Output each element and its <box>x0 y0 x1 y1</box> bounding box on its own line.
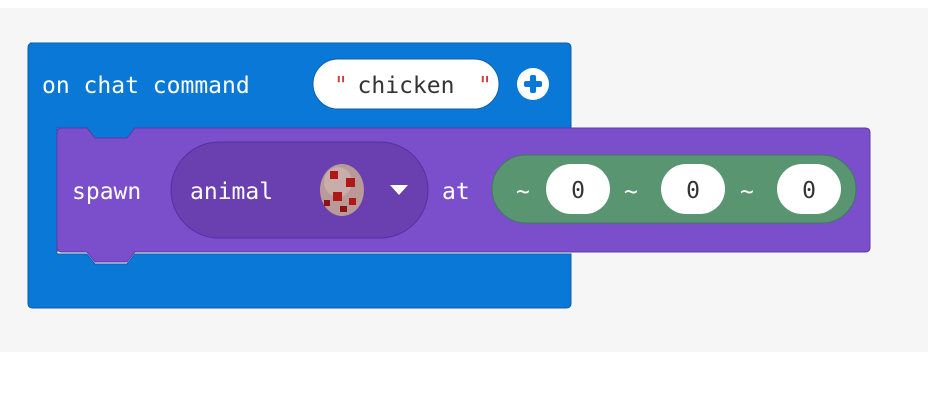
coord-y-prefix: ~ <box>624 179 638 205</box>
spawn-block-label: spawn <box>72 179 141 205</box>
coord-x-value: 0 <box>571 178 585 204</box>
coord-z-prefix: ~ <box>740 179 754 205</box>
coord-x-input[interactable]: 0 <box>546 164 610 214</box>
on-chat-command-block[interactable]: on chat command " chicken " <box>27 42 572 309</box>
position-reporter[interactable]: ~ 0 ~ 0 ~ 0 <box>491 154 857 224</box>
spawn-block[interactable]: spawn animal at ~ 0 <box>56 127 871 263</box>
coord-y-input[interactable]: 0 <box>661 164 725 214</box>
svg-text:": " <box>334 73 348 99</box>
coord-z-input[interactable]: 0 <box>777 164 841 214</box>
caret-down-icon[interactable] <box>390 185 408 195</box>
coord-x-prefix: ~ <box>516 179 530 205</box>
command-string-value: chicken <box>358 73 455 99</box>
at-label: at <box>442 179 470 205</box>
coord-y-value: 0 <box>686 178 700 204</box>
command-string-input[interactable]: " chicken " <box>312 58 500 110</box>
animal-dropdown[interactable]: animal <box>170 141 429 239</box>
animal-label: animal <box>190 179 273 205</box>
event-block-label: on chat command <box>42 73 250 99</box>
svg-text:": " <box>478 73 492 99</box>
plus-circle-icon[interactable] <box>517 68 549 100</box>
coord-z-value: 0 <box>802 178 816 204</box>
spawn-egg-icon <box>320 164 364 216</box>
